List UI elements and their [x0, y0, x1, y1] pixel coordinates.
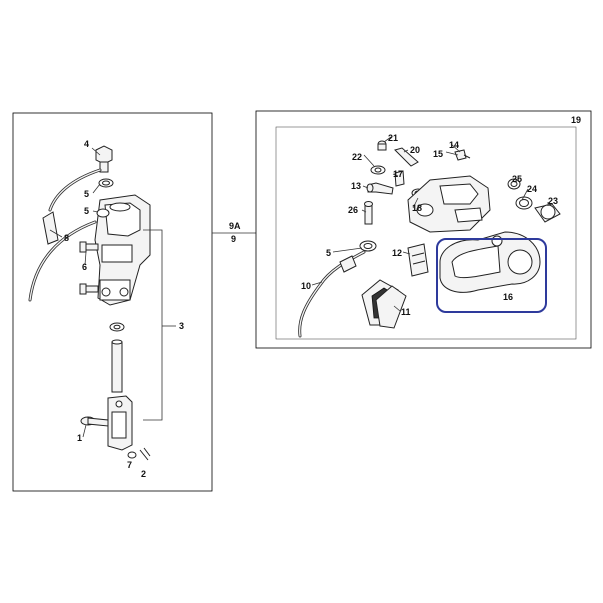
part-label-22: 22 — [352, 152, 362, 162]
part-label-11: 11 — [401, 307, 411, 317]
banjo-fitting-part[interactable] — [359, 240, 377, 252]
caliper-inner-frame — [275, 126, 577, 340]
part-label-18: 18 — [412, 203, 422, 213]
seal-24-part[interactable] — [515, 196, 533, 210]
master-cylinder-panel: 4 5 5 8 6 3 1 7 2 — [12, 112, 213, 492]
part-label-7: 7 — [127, 460, 132, 470]
caliper-outer-frame — [255, 110, 592, 349]
pad-spring-part[interactable] — [407, 243, 429, 277]
bleed-screw-part[interactable] — [454, 149, 471, 161]
part-label-26: 26 — [348, 205, 358, 215]
push-rod-part[interactable] — [111, 339, 123, 393]
panel-connector: 9A 9 — [212, 221, 256, 244]
caliper-body-part[interactable] — [407, 175, 491, 233]
bolt-part-lower[interactable] — [79, 283, 99, 295]
clevis-part[interactable] — [107, 395, 133, 451]
part-label-24: 24 — [527, 184, 537, 194]
connector-label-9: 9 — [231, 234, 236, 244]
part-label-16: 16 — [503, 292, 513, 302]
cotter-pin-part[interactable] — [139, 447, 151, 461]
part-label-25: 25 — [512, 174, 522, 184]
part-label-21: 21 — [388, 133, 398, 143]
connector-label-9a: 9A — [229, 221, 241, 231]
screw-26-part[interactable] — [364, 201, 373, 225]
piston-23-part[interactable] — [534, 203, 561, 223]
part-label-4: 4 — [84, 139, 89, 149]
bleeder-cap-part[interactable] — [370, 165, 386, 175]
part-label-13: 13 — [351, 181, 361, 191]
master-cylinder-frame — [12, 112, 213, 492]
part-label-6: 6 — [82, 262, 87, 272]
brake-pads-part[interactable] — [361, 279, 407, 329]
part-label-1: 1 — [77, 433, 82, 443]
assembly-bracket — [143, 229, 163, 421]
caliper-panel: 19 — [255, 110, 592, 349]
part-label-5: 5 — [84, 189, 89, 199]
part-label-3: 3 — [179, 321, 184, 331]
part-label-2: 2 — [141, 469, 146, 479]
part-label-12: 12 — [392, 248, 402, 258]
caliper-bracket-part[interactable] — [439, 231, 541, 293]
slide-pin-part[interactable] — [394, 170, 405, 187]
bolt-part-upper[interactable] — [79, 241, 99, 253]
clevis-pin-part[interactable] — [80, 416, 109, 427]
part-label-5-lower: 5 — [84, 206, 89, 216]
reservoir-cap-part[interactable] — [95, 145, 113, 173]
part-label-20: 20 — [410, 145, 420, 155]
part-label-14: 14 — [449, 140, 459, 150]
highlight-box — [436, 238, 547, 313]
master-cylinder-body-part[interactable] — [94, 194, 151, 306]
hose-clip-part[interactable] — [42, 211, 59, 245]
part-label-23: 23 — [548, 196, 558, 206]
washer-part[interactable] — [127, 451, 137, 459]
part-label-17: 17 — [393, 169, 403, 179]
seal-25-part[interactable] — [507, 178, 521, 190]
caliper-bolt-part[interactable] — [366, 182, 394, 195]
part-label-8: 8 — [64, 233, 69, 243]
caliper-assembly-label: 19 — [571, 115, 581, 125]
part-label-15: 15 — [433, 149, 443, 159]
hose-fitting-part[interactable] — [339, 255, 357, 273]
banjo-washer-part[interactable] — [96, 208, 110, 218]
pin-part[interactable] — [394, 147, 419, 167]
part-label-10: 10 — [301, 281, 311, 291]
part-label-5-caliper: 5 — [326, 248, 331, 258]
bleed-cap-part[interactable] — [377, 140, 387, 151]
reservoir-hose[interactable] — [48, 168, 102, 212]
